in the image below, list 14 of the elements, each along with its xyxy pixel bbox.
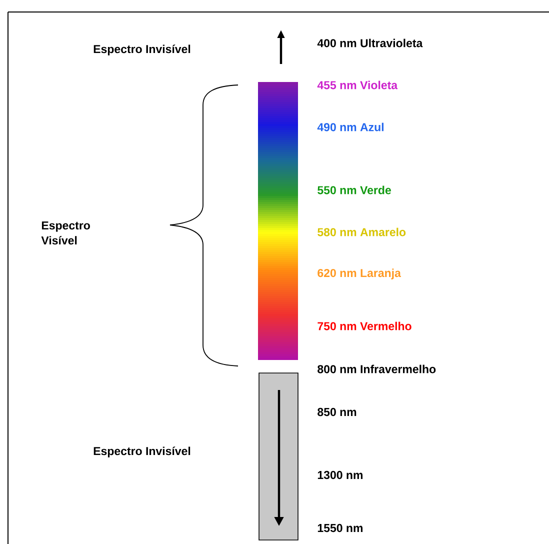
wavelength-label: 550 nm Verde — [318, 186, 391, 194]
wavelength-label: 750 nm Vermelho — [318, 322, 412, 330]
wavelength-label: 800 nm Infravermelho — [318, 364, 436, 374]
wavelength-label: 620 nm Laranja — [318, 268, 401, 280]
spectrum-label: Espectro Invisível — [94, 446, 190, 458]
wavelength-label: 850 nm — [318, 408, 356, 416]
spectrum-label: Espectro Visível — [41, 222, 90, 245]
wavelength-label: 490 nm Azul — [317, 122, 384, 132]
wavelength-label: 455 nm Violeta — [317, 80, 398, 90]
wavelength-label: 400 nm Ultravioleta — [317, 38, 423, 48]
spectrum-label: Espectro Invisível — [94, 44, 190, 56]
wavelength-label: 1300 nm — [318, 470, 362, 480]
wavelength-label: 1550 nm — [318, 524, 362, 532]
wavelength-label: 580 nm Amarelo — [318, 228, 406, 236]
